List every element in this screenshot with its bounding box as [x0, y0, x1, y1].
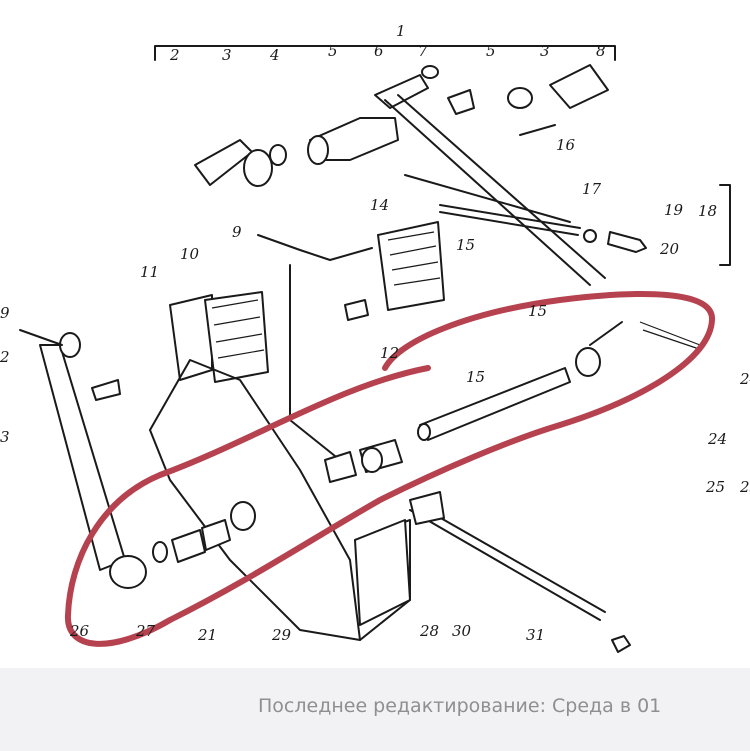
pedal-pad-lower: [204, 291, 269, 383]
callout-label: 16: [556, 136, 576, 154]
washer: [269, 144, 287, 166]
bushing-ring: [230, 501, 256, 531]
shaft-end: [417, 423, 431, 441]
bushing-right: [507, 87, 533, 109]
callout-label: 15: [528, 302, 547, 320]
bushing-mid-end: [361, 447, 383, 473]
lever-13: [39, 344, 126, 571]
spring-rod-17: [439, 204, 581, 236]
callout-label: 3: [222, 46, 232, 64]
callout-label: 4: [269, 46, 280, 64]
nut-31: [611, 635, 631, 653]
pedal-lever-upper: [289, 264, 341, 461]
annotation-circle: [64, 291, 715, 647]
callout-label: 18: [698, 202, 717, 220]
bracket-plate: [194, 139, 253, 186]
callout-label: 6: [374, 42, 384, 60]
pad-texture-lower: [211, 299, 265, 359]
callout-label: 7: [418, 42, 428, 60]
nut-19: [583, 229, 597, 243]
callout-label: 24: [739, 370, 750, 388]
last-edited-text: Последнее редактирование: Среда в 01: [258, 695, 662, 717]
lever-head: [374, 74, 429, 109]
frame-foot: [354, 519, 411, 626]
lever-25: [575, 347, 601, 377]
washer-26: [152, 541, 168, 563]
lever-bottom-bushing: [109, 555, 147, 589]
callout-label: 17: [582, 180, 602, 198]
pedal-arm-upper: [257, 234, 373, 261]
callout-label: 19: [664, 201, 684, 219]
side-bracket: [719, 184, 731, 266]
clip: [447, 89, 475, 115]
callout-label: 3: [540, 42, 550, 60]
status-bar: Последнее редактирование: Среда в 01: [0, 668, 750, 751]
callout-label: 2: [169, 46, 180, 64]
callout-label: 10: [180, 245, 200, 263]
rod-14: [404, 174, 571, 223]
callout-label: 15: [456, 236, 475, 254]
bolt-16: [519, 124, 556, 136]
lever-25-arm: [589, 321, 623, 346]
callout-label: 23: [739, 478, 750, 496]
rod-30: [409, 504, 606, 621]
spring-right: [639, 321, 703, 351]
callout-label: 8: [596, 42, 606, 60]
tube-end: [307, 135, 329, 165]
pad-texture-upper: [387, 231, 441, 286]
callout-label: 20: [659, 240, 680, 258]
bushing-27a: [171, 529, 206, 563]
assembly-bracket: [154, 45, 616, 61]
callout-label: 27: [135, 622, 156, 640]
pedal-support: [169, 294, 213, 381]
callout-label: 5: [486, 42, 496, 60]
callout-label: 28: [419, 622, 439, 640]
rod-30-clevis: [409, 491, 445, 525]
callout-label: 2: [0, 348, 10, 366]
callout-label: 11: [140, 263, 159, 281]
callout-label: 29: [271, 626, 292, 644]
rod-end-20: [607, 231, 647, 253]
bushing-27b: [201, 519, 231, 551]
block-12: [344, 299, 369, 321]
callout-label: 24: [707, 430, 727, 448]
callout-label: 30: [452, 622, 472, 640]
callout-label: 25: [705, 478, 725, 496]
callout-label: 31: [526, 626, 545, 644]
frame-body: [149, 429, 411, 641]
long-rod: [384, 94, 606, 286]
callout-label: 14: [370, 196, 389, 214]
pin: [421, 65, 439, 79]
callout-label: 9: [0, 304, 10, 322]
callout-label: 15: [466, 368, 485, 386]
bracket-plate-right: [549, 64, 609, 109]
block-12-left: [91, 379, 121, 401]
callout-label: 26: [69, 622, 90, 640]
bushing: [243, 149, 273, 187]
callout-label: 5: [328, 42, 338, 60]
callout-label: 3: [0, 428, 10, 446]
pedal-pad-upper: [377, 221, 445, 311]
callout-label: 9: [232, 223, 242, 241]
callout-label: 21: [197, 626, 217, 644]
rod-9-left: [19, 329, 63, 346]
bushing-mid-a: [324, 451, 357, 483]
callout-label: 1: [396, 22, 406, 40]
callout-label: 12: [380, 344, 399, 362]
